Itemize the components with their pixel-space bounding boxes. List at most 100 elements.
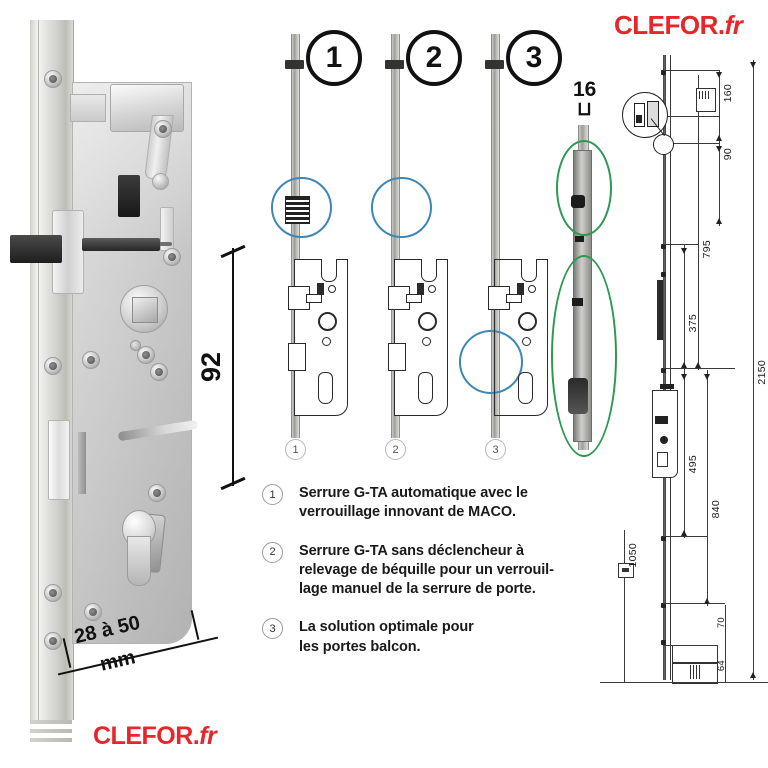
label-16: 16 [573, 78, 597, 101]
variant-1-follower-outline [318, 312, 337, 331]
screw-icon [44, 357, 62, 375]
cad-arrow [750, 672, 756, 678]
cad-arrow [681, 374, 687, 380]
variant-3-hole [522, 337, 531, 346]
cad-node [661, 70, 666, 75]
variant-3-cylinder-outline [518, 372, 533, 404]
cad-upper-bolt [657, 280, 663, 340]
cylinder-keyway [127, 536, 151, 586]
rail-4-pin [575, 236, 584, 242]
screw-icon [163, 248, 181, 266]
variant-2-latch-arm-outline [406, 294, 422, 303]
faceplate-ribs [30, 720, 72, 760]
cad-detail-hatch-160 [699, 91, 710, 99]
cad-dim-line-1050 [624, 530, 625, 682]
dimension-92-label: 92 [196, 352, 226, 383]
logo-clefor-bottom-left: CLEFOR.fr [93, 722, 217, 751]
legend-text-3: La solution optimale pour les portes bal… [299, 618, 474, 657]
cad-arrow [681, 530, 687, 536]
cad-dim-line-840 [707, 370, 708, 606]
logo-name-bottom: CLEFOR [93, 722, 193, 750]
variant-2-lower-slot-outline [388, 343, 406, 371]
legend-item-2: 2 Serrure G-TA sans déclencheur à releva… [262, 541, 606, 600]
legend-item-1: 1 Serrure G-TA automatique avec le verro… [262, 484, 606, 523]
cad-node [661, 603, 666, 608]
legend-text-3-line-1: La solution optimale pour [299, 619, 474, 636]
cad-dim-70: 70 [716, 617, 727, 629]
variant-1-latch-arm-outline [306, 294, 322, 303]
cad-dim-1050: 1050 [627, 543, 639, 568]
variant-1-marker-top[interactable]: 1 [306, 30, 362, 86]
cad-arrow [681, 362, 687, 368]
cad-dim-90: 90 [722, 148, 734, 161]
logo-dot-top: . [717, 10, 725, 40]
variant-3-rail [491, 34, 500, 438]
variant-2-marker-top[interactable]: 2 [406, 30, 462, 86]
cad-arrow [750, 62, 756, 68]
cad-ext-line [663, 603, 725, 604]
euro-cylinder-cutout [115, 510, 166, 588]
screw-icon [150, 363, 168, 381]
variant-3-hole [528, 285, 536, 293]
width-symbol-icon: ⊔ [577, 99, 592, 120]
legend-text-1-line-2: verrouillage innovant de MACO. [299, 504, 516, 521]
variant-1-cylinder-outline [318, 372, 333, 404]
variant-1-rail-fitting [285, 60, 304, 69]
legend-marker-1: 1 [262, 484, 283, 505]
screw-icon [84, 603, 102, 621]
variant-2-marker-bottom[interactable]: 2 [385, 439, 406, 460]
legend-text-3-line-2: les portes balcon. [299, 638, 421, 655]
cad-ext-line [663, 536, 707, 537]
cad-dim-line-64 [725, 645, 726, 682]
cad-arrow [716, 135, 722, 141]
callout-part-dark [636, 115, 642, 123]
cad-arrow [704, 598, 710, 604]
latch-bolt [10, 235, 62, 263]
cad-ext-line [663, 143, 719, 144]
cad-node [661, 640, 666, 645]
variant-2-highlight-circle [371, 177, 432, 238]
cad-dim-2150: 2150 [756, 360, 768, 385]
lock-product-photo [0, 20, 220, 750]
variant-1-hole [322, 337, 331, 346]
cad-rail-edge [670, 55, 671, 680]
screw-icon [137, 346, 155, 364]
cad-ext-line [663, 70, 719, 71]
cad-bottom-hatch [690, 665, 702, 679]
variant-2-follower-outline [418, 312, 437, 331]
legend-marker-2: 2 [262, 541, 283, 563]
cad-arrow [716, 72, 722, 78]
cad-node [661, 244, 666, 249]
lower-faceplate-slot [48, 420, 70, 500]
variant-3-latch-arm-outline [506, 294, 522, 303]
variant-1-lower-slot-outline [288, 343, 306, 371]
faceplate-edge [30, 20, 39, 720]
cad-arrow [716, 146, 722, 152]
cad-handle-icon [618, 563, 634, 578]
legend-text-1-line-1: Serrure G-TA automatique avec le [299, 485, 528, 501]
cad-baseline [600, 682, 768, 683]
variant-2-hole [422, 337, 431, 346]
cad-dim-line-160 [719, 70, 720, 143]
cad-dim-795: 795 [701, 240, 713, 259]
legend-text-2: Serrure G-TA sans déclencheur à relevage… [299, 542, 554, 600]
case-pin [152, 173, 169, 190]
variant-3-follower-outline [518, 312, 537, 331]
callout-part-right [647, 101, 659, 127]
legend: 1 Serrure G-TA automatique avec le verro… [262, 484, 606, 676]
cad-main-rail [663, 55, 666, 680]
variant-3-bolt-mark [517, 283, 524, 295]
legend-text-2-line-1: Serrure G-TA sans déclencheur à [299, 542, 524, 559]
pin-hole [130, 340, 141, 351]
variant-1-highlight-circle [271, 177, 332, 238]
variant-3-hook-outline [521, 259, 537, 282]
rail-4-highlight-ellipse-bottom [551, 255, 617, 457]
variant-3-marker-bottom[interactable]: 3 [485, 439, 506, 460]
cad-node [661, 272, 666, 277]
variant-3-marker-top[interactable]: 3 [506, 30, 562, 86]
variant-1-hook-outline [321, 259, 337, 282]
dimension-92-line [232, 248, 234, 486]
variant-1-hole [328, 285, 336, 293]
variant-1-marker-bottom[interactable]: 1 [285, 439, 306, 460]
variant-2-hook-outline [421, 259, 437, 282]
